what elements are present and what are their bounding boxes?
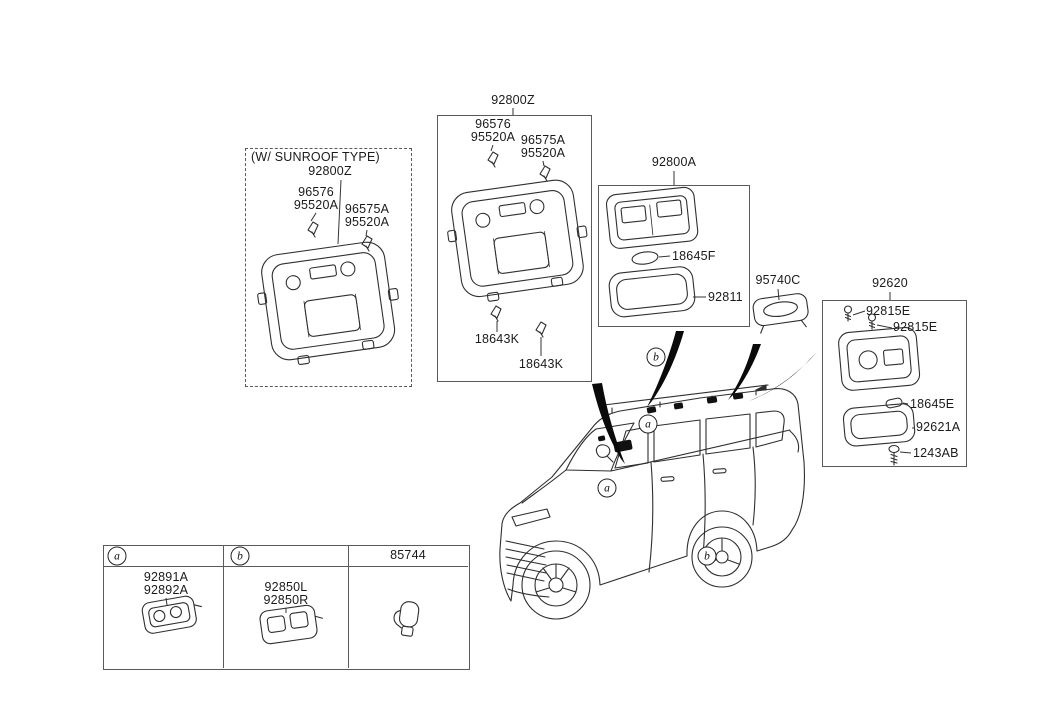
table-header-85744: 85744 <box>390 548 426 562</box>
label-sunroof-bulb1: 96576 95520A <box>294 186 338 212</box>
vanity-lamp-92850-drawing <box>259 604 324 645</box>
table-divider-1 <box>223 545 224 668</box>
part-number: 92850L <box>264 580 308 594</box>
lens-92811-drawing <box>608 266 696 318</box>
table-header-callout-b: b <box>230 546 250 566</box>
label-92891a-92892a: 92891A 92892A <box>144 571 188 597</box>
label-assembly-92620: 92620 <box>872 276 908 290</box>
part-number: 95520A <box>293 198 339 212</box>
table-header-callout-a: a <box>107 546 127 566</box>
arrow-to-room-lamp <box>647 331 684 407</box>
label-main-bulb1: 96576 95520A <box>471 118 515 144</box>
sunroof-type-box <box>245 148 412 387</box>
part-number: 96575A <box>344 202 390 216</box>
room-lamp-92800a-drawing <box>605 186 699 249</box>
label-1243ab: 1243AB <box>913 446 959 460</box>
label-assembly-92800z-main: 92800Z <box>491 93 535 107</box>
part-number: 95520A <box>470 130 516 144</box>
callout-letter: a <box>645 418 651 430</box>
callout-letter: a <box>114 550 120 562</box>
label-92811: 92811 <box>708 290 743 304</box>
table-divider-2 <box>348 545 349 668</box>
roof-lamp-location-marks <box>597 392 744 453</box>
label-18643k-front: 18643K <box>474 332 520 346</box>
arrow-to-rear-lamp <box>749 352 817 401</box>
callout-letter: b <box>237 550 243 562</box>
overhead-console-box <box>437 115 592 382</box>
callout-b-door: b <box>697 546 717 566</box>
table-header-rule <box>103 566 468 567</box>
rear-lamp-92620-drawing <box>838 326 921 391</box>
part-number: 92850R <box>263 593 309 607</box>
arrow-to-mic <box>728 344 761 400</box>
clip-85744-drawing <box>393 601 420 637</box>
mic-95740c-drawing <box>752 293 809 334</box>
screw-1243ab-drawing <box>888 444 900 466</box>
part-number: 92891A <box>143 570 189 584</box>
part-number: 96576 <box>475 117 511 131</box>
label-18645f: 18645F <box>672 249 716 263</box>
bulb-18645e-drawing <box>885 397 903 409</box>
label-92621a: 92621A <box>916 420 961 434</box>
part-number: 95520A <box>344 215 390 229</box>
room-lamp-box <box>598 185 750 327</box>
pointer-arrows <box>592 331 817 464</box>
arrow-to-overhead-console <box>592 383 625 464</box>
label-assembly-92800z-sunroof: 92800Z <box>308 164 352 178</box>
callout-letter: b <box>653 351 659 363</box>
label-main-bulb2: 96575A 95520A <box>521 134 565 160</box>
part-number: 95520A <box>520 146 566 160</box>
callout-letter: b <box>704 550 710 562</box>
label-92815e-1: 92815E <box>866 304 911 318</box>
label-92850l-92850r: 92850L 92850R <box>264 581 309 607</box>
map-lamp-92891a-drawing <box>141 595 202 634</box>
lens-92621a-drawing <box>842 403 916 447</box>
label-assembly-92800a: 92800A <box>651 155 697 169</box>
callout-letter: a <box>604 482 610 494</box>
part-number: 96575A <box>520 133 566 147</box>
parts-table <box>103 545 470 670</box>
label-18643k-rear: 18643K <box>518 357 564 371</box>
callout-a-windshield: a <box>597 478 617 498</box>
callout-b-roof: b <box>646 347 666 367</box>
rear-lamp-box <box>822 300 967 467</box>
label-18645e: 18645E <box>910 397 955 411</box>
part-number: 96576 <box>298 185 334 199</box>
label-92815e-2: 92815E <box>893 320 938 334</box>
bulb-18645f-drawing <box>631 251 659 265</box>
leader-lines <box>165 108 915 613</box>
label-95740c: 95740C <box>755 273 801 287</box>
part-number: 92892A <box>143 583 189 597</box>
car-drawing <box>499 384 805 620</box>
label-sunroof-bulb2: 96575A 95520A <box>345 203 389 229</box>
sunroof-type-caption: (W/ SUNROOF TYPE) <box>251 150 380 164</box>
callout-a-roof: a <box>638 414 658 434</box>
